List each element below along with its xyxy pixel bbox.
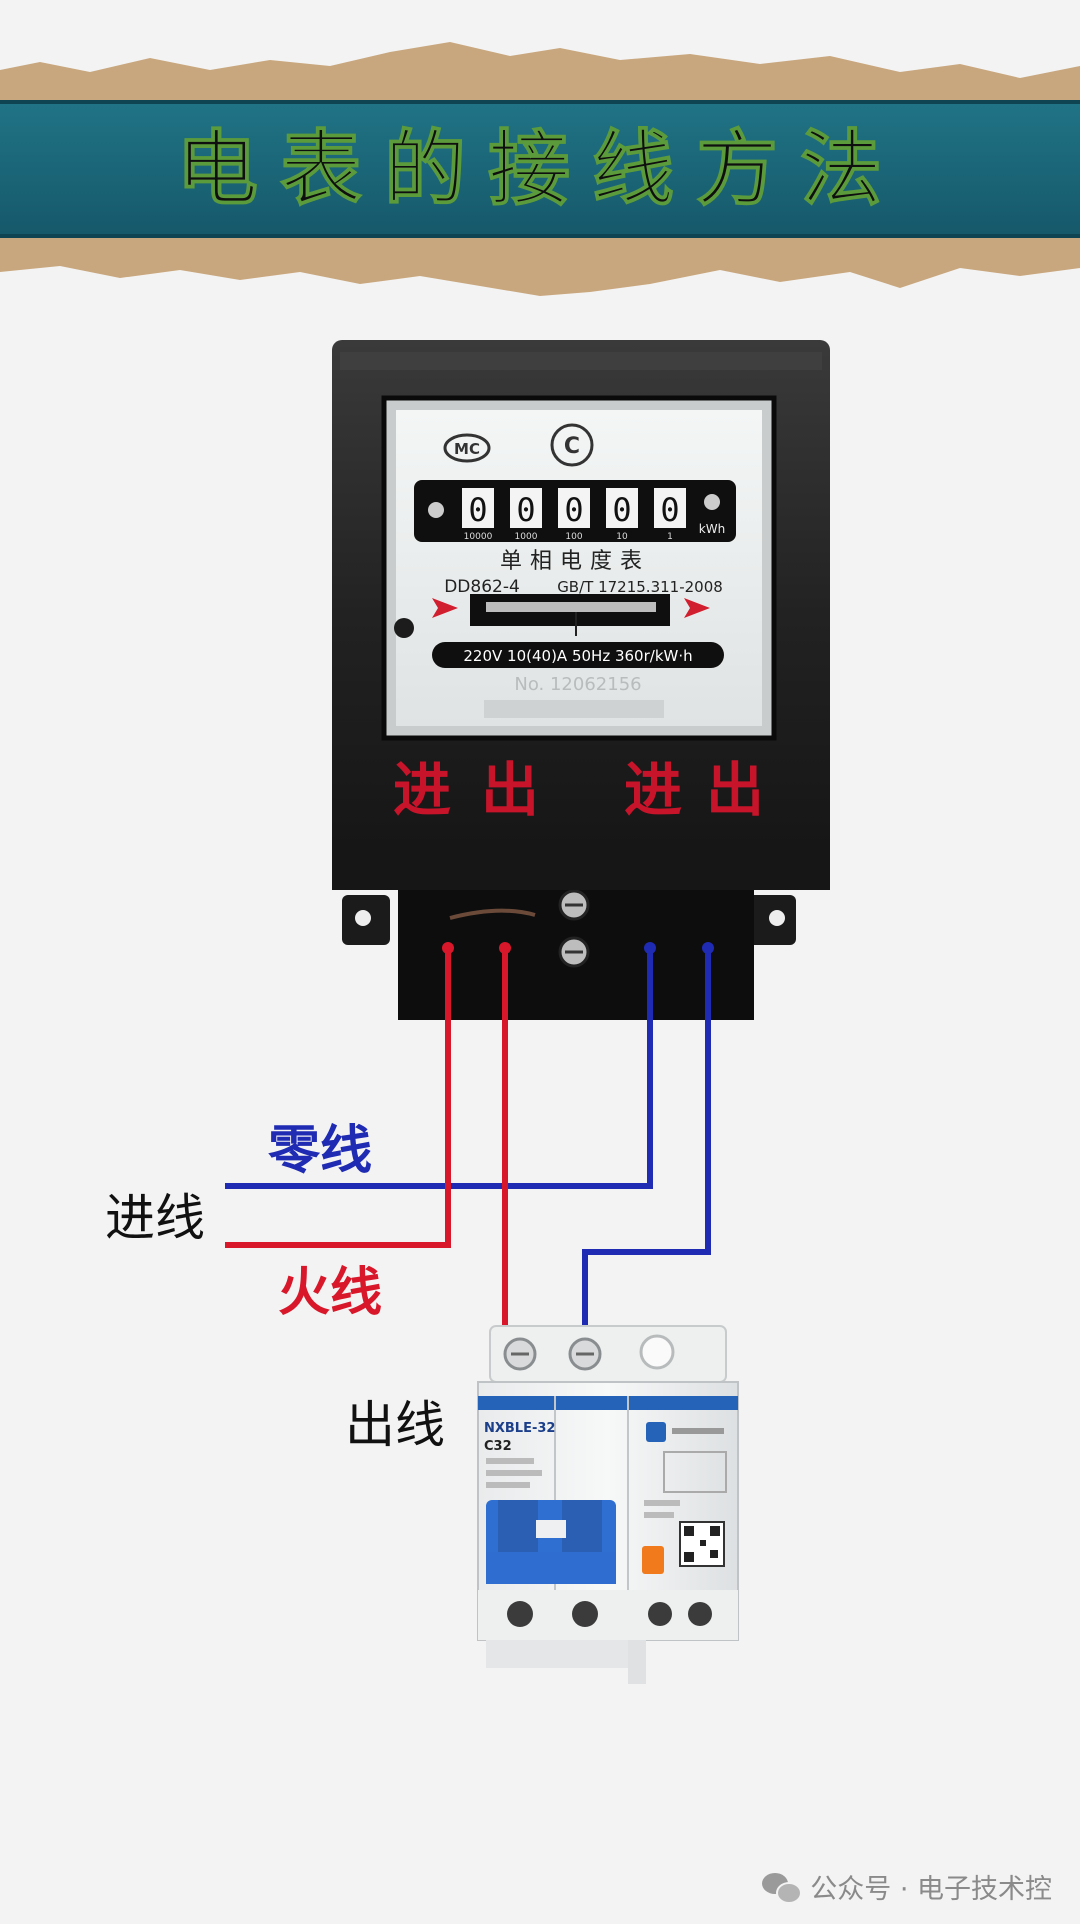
breaker-test-hole — [639, 1334, 675, 1370]
breaker-din-clip — [486, 1640, 646, 1668]
breaker-screw — [572, 1601, 598, 1627]
breaker-model: NXBLE-32 — [484, 1421, 555, 1436]
neutral-wire-label: 零线 — [268, 1121, 372, 1181]
counter-digit: 0 — [660, 491, 679, 529]
counter-wheel: 0 100 — [558, 488, 590, 542]
meter-standard: GB/T 17215.311-2008 — [557, 578, 723, 596]
counter-digit: 0 — [516, 491, 535, 529]
electricity-meter: MC C 0 10000 0 1000 0 100 0 — [332, 340, 830, 1020]
page-title: 电表的接线方法 — [176, 121, 904, 217]
live-in-wire — [225, 945, 451, 1248]
counter-scale: 1 — [667, 532, 673, 542]
counter-scale: 100 — [565, 532, 582, 542]
neutral-in-wire — [225, 945, 653, 1189]
counter-wheel: 0 1 — [654, 488, 686, 542]
counter-digits: 0 10000 0 1000 0 100 0 10 0 1 — [462, 488, 686, 542]
counter-digit: 0 — [612, 491, 631, 529]
neutral-out-wire — [582, 945, 711, 1330]
footer-attribution: 公众号 · 电子技术控 — [762, 1867, 1052, 1906]
counter-screw-left — [428, 502, 444, 518]
header-banner: 电表的接线方法 — [0, 42, 1080, 296]
counter-unit: kWh — [699, 522, 725, 536]
title-banner — [0, 100, 1080, 238]
breaker-screw — [507, 1601, 533, 1627]
rating-strip — [432, 642, 724, 668]
counter-scale: 10 — [616, 532, 628, 542]
terminal-label-neutral-in: 进 — [624, 756, 682, 824]
counter-scale: 10000 — [464, 532, 493, 542]
mc-logo — [443, 433, 491, 463]
incoming-wire-label: 进线 — [105, 1189, 205, 1247]
counter-wheel: 0 10 — [606, 488, 638, 542]
counter-wheel: 0 1000 — [510, 488, 542, 542]
live-wire-label: 火线 — [278, 1263, 382, 1323]
meter-type-name: 单相电度表 — [500, 549, 650, 574]
torn-paper-bottom — [0, 238, 1080, 296]
breaker-screw — [688, 1602, 712, 1626]
breaker-rating: C32 — [484, 1439, 512, 1454]
counter-scale: 1000 — [515, 532, 538, 542]
counter-screw-right — [704, 494, 720, 510]
svg-text:C: C — [564, 434, 580, 459]
breaker-screw — [648, 1602, 672, 1626]
wechat-icon — [762, 1872, 803, 1904]
meter-serial: No. 12062156 — [514, 674, 641, 695]
svg-text:MC: MC — [454, 440, 480, 458]
circuit-breaker: NXBLE-32 C32 — [477, 1325, 739, 1684]
counter-digit: 0 — [564, 491, 583, 529]
breaker-reset-indicator — [642, 1546, 664, 1574]
terminal-label-live-out: 出 — [481, 756, 539, 824]
footer-text: 公众号 · 电子技术控 — [810, 1874, 1052, 1905]
breaker-test-button[interactable] — [646, 1422, 666, 1442]
face-screw — [394, 618, 414, 638]
rotation-arrow-right — [684, 598, 710, 618]
torn-paper-top — [0, 42, 1080, 100]
counter-wheel: 0 10000 — [462, 488, 494, 542]
outgoing-wire-label: 出线 — [345, 1396, 445, 1454]
terminal-label-live-in: 进 — [393, 756, 451, 824]
ccc-logo — [550, 423, 594, 467]
rotation-arrow-left — [432, 598, 458, 618]
meter-rating: 220V 10(40)A 50Hz 360r/kW·h — [463, 647, 692, 665]
meter-model: DD862-4 — [444, 577, 520, 597]
terminal-label-neutral-out: 出 — [706, 756, 764, 824]
counter-digit: 0 — [468, 491, 487, 529]
